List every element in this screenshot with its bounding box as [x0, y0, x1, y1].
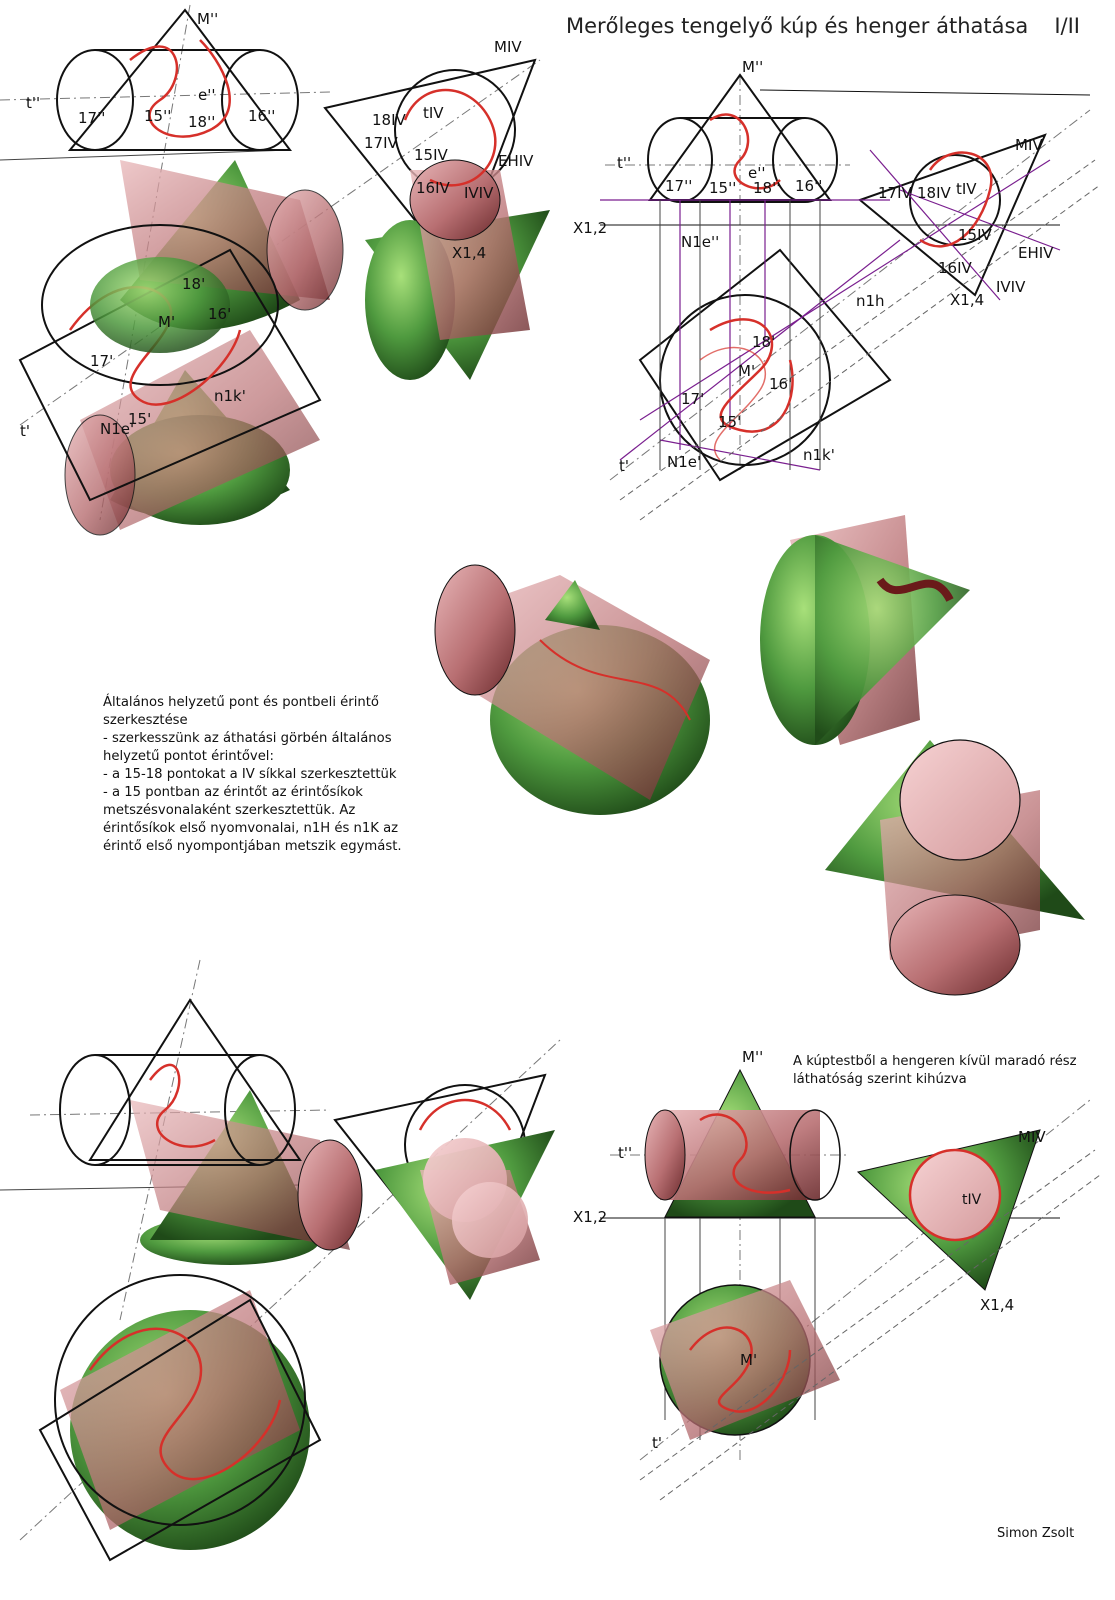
label-16-4: 16IV — [416, 179, 451, 197]
label-M2: M'' — [197, 10, 218, 28]
label-17-2: 17'' — [78, 109, 105, 127]
label-t1: t' — [20, 422, 30, 440]
axonometric-view-bottom-left — [0, 959, 561, 1562]
label-17-4-b: 17IV — [878, 184, 913, 202]
intersection-curve-front — [129, 39, 231, 138]
title-main: Merőleges tengelyő kúp és henger áthatás… — [566, 14, 1029, 38]
label-18-2: 18'' — [188, 113, 215, 131]
label-t4-c: tIV — [962, 1192, 982, 1208]
note-line: láthatóság szerint kihúzva — [793, 1072, 967, 1087]
label-16-4-b: 16IV — [938, 259, 973, 277]
note-line: - a 15-18 pontokat a IV síkkal szerkeszt… — [103, 767, 397, 782]
label-X14-b: X1,4 — [950, 291, 984, 309]
label-t4-b: tIV — [956, 180, 977, 198]
ground-line — [0, 149, 291, 161]
label-t2: t'' — [26, 94, 40, 112]
label-15-2-b: 15'' — [709, 179, 736, 197]
label-t1-b: t' — [619, 457, 629, 475]
label-X14-c: X1,4 — [980, 1296, 1014, 1314]
label-15-4-b: 15IV — [958, 226, 993, 244]
label-N1e2: N1e'' — [681, 233, 719, 251]
label-17-1-b: 17' — [681, 390, 704, 408]
note-line: helyzetű pontot érintővel: — [103, 749, 274, 764]
title-part: I/II — [1054, 14, 1080, 38]
visibility-view — [600, 1068, 1101, 1501]
label-e2-b: e'' — [748, 164, 765, 182]
label-18-1-b: 18' — [752, 333, 775, 351]
label-M4: MIV — [494, 38, 522, 56]
note-line: - szerkesszünk az áthatási görbén általá… — [103, 731, 392, 746]
label-M2-b: M'' — [742, 58, 763, 76]
label-17-1: 17' — [90, 352, 113, 370]
axonometric-view-top-left — [0, 4, 550, 536]
label-X14: X1,4 — [452, 244, 486, 262]
author-name: Simon Zsolt — [997, 1526, 1075, 1541]
label-IV4: IVIV — [464, 184, 494, 202]
label-18-4-b: 18IV — [917, 184, 952, 202]
label-IV4-b: IVIV — [996, 278, 1026, 296]
label-18-4: 18IV — [372, 111, 407, 129]
label-n1k: n1k' — [214, 387, 246, 405]
orthographic-construction — [600, 73, 1101, 521]
label-18-1: 18' — [182, 275, 205, 293]
label-t4: tIV — [423, 104, 444, 122]
label-16-2-b: 16'' — [795, 177, 822, 195]
label-t2-b: t'' — [617, 154, 631, 172]
cylinder-lower — [80, 330, 320, 530]
render-solid-a — [434, 564, 710, 815]
visibility-note: A kúptestből a hengeren kívül maradó rés… — [793, 1053, 1093, 1089]
label-16-1-b: 16' — [769, 375, 792, 393]
label-N1e1: N1e' — [100, 420, 134, 438]
wire-front-view — [56, 8, 299, 151]
note-line: metszésvonalaként szerkesztettük. Az — [103, 803, 356, 818]
label-17-4: 17IV — [364, 134, 399, 152]
label-M4-c: MIV — [1018, 1128, 1046, 1146]
render-solid-c — [825, 739, 1085, 996]
label-16-2: 16'' — [248, 107, 275, 125]
label-18-2-b: 18'' — [753, 179, 780, 197]
render-solid-b — [760, 515, 970, 745]
label-15-1-b: 15' — [718, 413, 741, 431]
label-N1e1-b: N1e' — [667, 453, 701, 471]
label-16-1: 16' — [208, 305, 231, 323]
label-t1-c: t' — [652, 1434, 662, 1452]
construction-note: Általános helyzetű pont és pontbeli érin… — [103, 694, 438, 856]
label-X12: X1,2 — [573, 219, 607, 237]
note-line: - a 15 pontban az érintőt az érintősíkok — [103, 785, 363, 800]
label-X12-c: X1,2 — [573, 1208, 607, 1226]
label-M1: M' — [158, 313, 175, 331]
label-15-2: 15'' — [144, 107, 171, 125]
note-line: érintő első nyompontjában metszik egymás… — [103, 839, 402, 854]
label-M1-b: M' — [738, 362, 755, 380]
label-t2-c: t'' — [618, 1144, 632, 1162]
label-M1-c: M' — [740, 1351, 757, 1369]
label-15-1: 15' — [128, 410, 151, 428]
label-17-2-b: 17'' — [665, 177, 692, 195]
note-line: A kúptestből a hengeren kívül maradó rés… — [793, 1054, 1077, 1069]
label-M4-b: MIV — [1015, 136, 1043, 154]
page-title: Merőleges tengelyő kúp és henger áthatás… — [566, 14, 1080, 38]
label-15-4: 15IV — [414, 146, 449, 164]
note-line: érintősíkok első nyomvonalai, n1H és n1K… — [103, 821, 399, 836]
label-EH4-b: EHIV — [1018, 244, 1054, 262]
label-M2-c: M'' — [742, 1048, 763, 1066]
label-n1k-b: n1k' — [803, 446, 835, 464]
label-e2: e'' — [198, 86, 215, 104]
label-EH4: EHIV — [498, 152, 534, 170]
label-n1h: n1h — [856, 292, 885, 310]
note-line: Általános helyzetű pont és pontbeli érin… — [103, 695, 379, 710]
note-line: szerkesztése — [103, 713, 188, 728]
